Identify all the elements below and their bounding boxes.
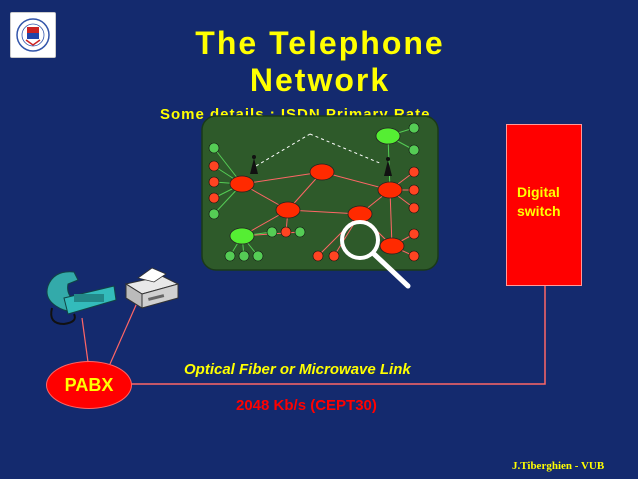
antenna-icon [250,155,392,176]
pabx-node: PABX [46,361,132,409]
phone-to-pabx-line [81,317,89,363]
fax-to-pabx-line [109,295,141,365]
link-label: Optical Fiber or Microwave Link [184,361,411,378]
page-title-line2: Network [249,62,391,98]
phone-node-icon [208,122,420,262]
network-diagram [201,115,439,271]
link-rate: 2048 Kb/s (CEPT30) [236,397,377,414]
digital-switch-label-2: switch [517,203,561,219]
telephone-icon [46,271,117,326]
footer-credit: J.Tiberghien - VUB [512,460,605,472]
digital-switch: Digital switch [506,124,582,286]
university-logo-icon [10,12,56,58]
fiber-link-line [130,284,546,385]
digital-switch-label-1: Digital [517,184,560,200]
page-title-line1: The Telephone [195,25,445,61]
magnifier-icon [340,220,411,289]
fax-machine-icon [124,267,180,309]
